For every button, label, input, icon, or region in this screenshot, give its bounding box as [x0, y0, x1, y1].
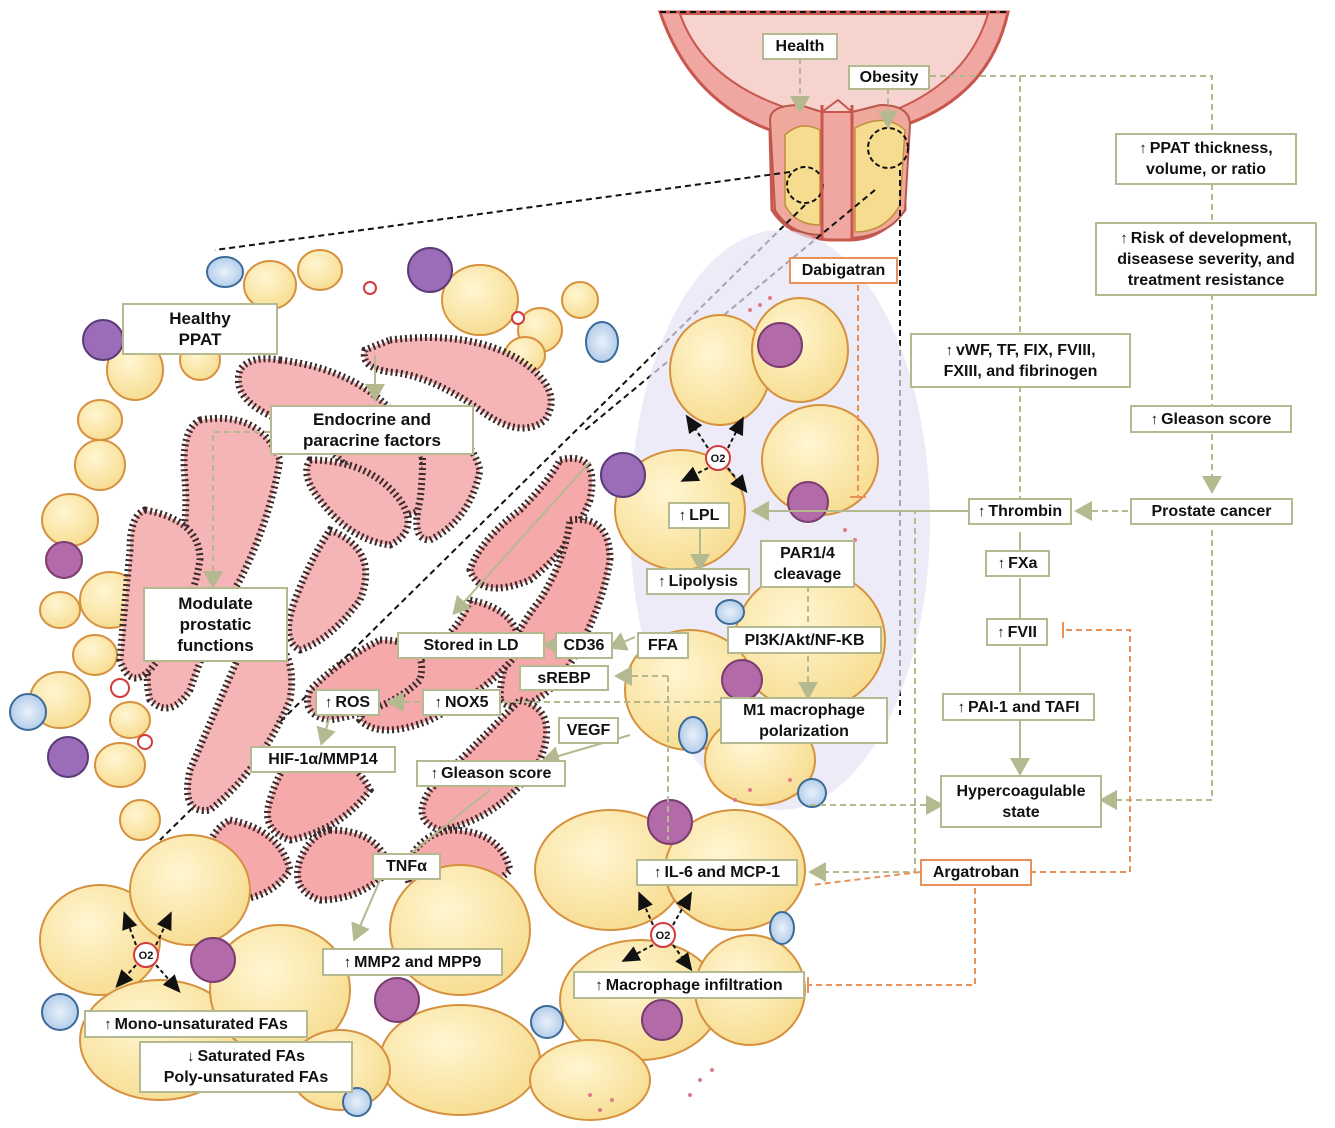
thrombin-label: Thrombin — [968, 498, 1072, 525]
tnfa-label: TNFα — [372, 853, 441, 880]
macrophage-infiltration-label: Macrophage infiltration — [573, 971, 805, 999]
ffa-label: FFA — [637, 632, 689, 659]
o2-label-top: O2 — [711, 453, 726, 465]
pi3k-label: PI3K/Akt/NF-KB — [727, 626, 882, 654]
risk-label: Risk of development,diseasese severity, … — [1095, 222, 1317, 296]
lipolysis-label: Lipolysis — [646, 568, 750, 595]
prostate-cancer-label: Prostate cancer — [1130, 498, 1293, 525]
gleason-score-right-label: Gleason score — [1130, 405, 1292, 433]
stored-in-ld-label: Stored in LD — [397, 632, 545, 659]
health-label: Health — [762, 33, 838, 60]
pai-tafi-label: PAI-1 and TAFI — [942, 693, 1095, 721]
ppat-thickness-label: PPAT thickness,volume, or ratio — [1115, 133, 1297, 185]
il6-mcp1-label: IL-6 and MCP-1 — [636, 859, 798, 886]
mono-unsaturated-label: Mono-unsaturated FAs — [84, 1010, 308, 1038]
fvii-label: FVII — [986, 618, 1048, 646]
fxa-label: FXa — [985, 550, 1050, 577]
coagulation-factors-label: vWF, TF, FIX, FVIII,FXIII, and fibrinoge… — [910, 333, 1131, 388]
mmp-label: MMP2 and MPP9 — [322, 948, 503, 976]
vegf-label: VEGF — [558, 717, 619, 744]
argatroban-label: Argatroban — [920, 859, 1032, 886]
hif-label: HIF-1α/MMP14 — [250, 746, 396, 773]
lpl-label: LPL — [668, 502, 730, 529]
ros-label: ROS — [315, 689, 380, 716]
cd36-label: CD36 — [555, 632, 613, 659]
o2-label-bottom: O2 — [656, 930, 671, 942]
o2-label-left: O2 — [139, 950, 154, 962]
nox5-label: NOX5 — [422, 689, 501, 716]
gleason-score-mid-label: Gleason score — [416, 760, 566, 787]
dabigatran-label: Dabigatran — [789, 257, 898, 284]
obesity-label: Obesity — [848, 65, 930, 90]
srebp-label: sREBP — [519, 665, 609, 691]
